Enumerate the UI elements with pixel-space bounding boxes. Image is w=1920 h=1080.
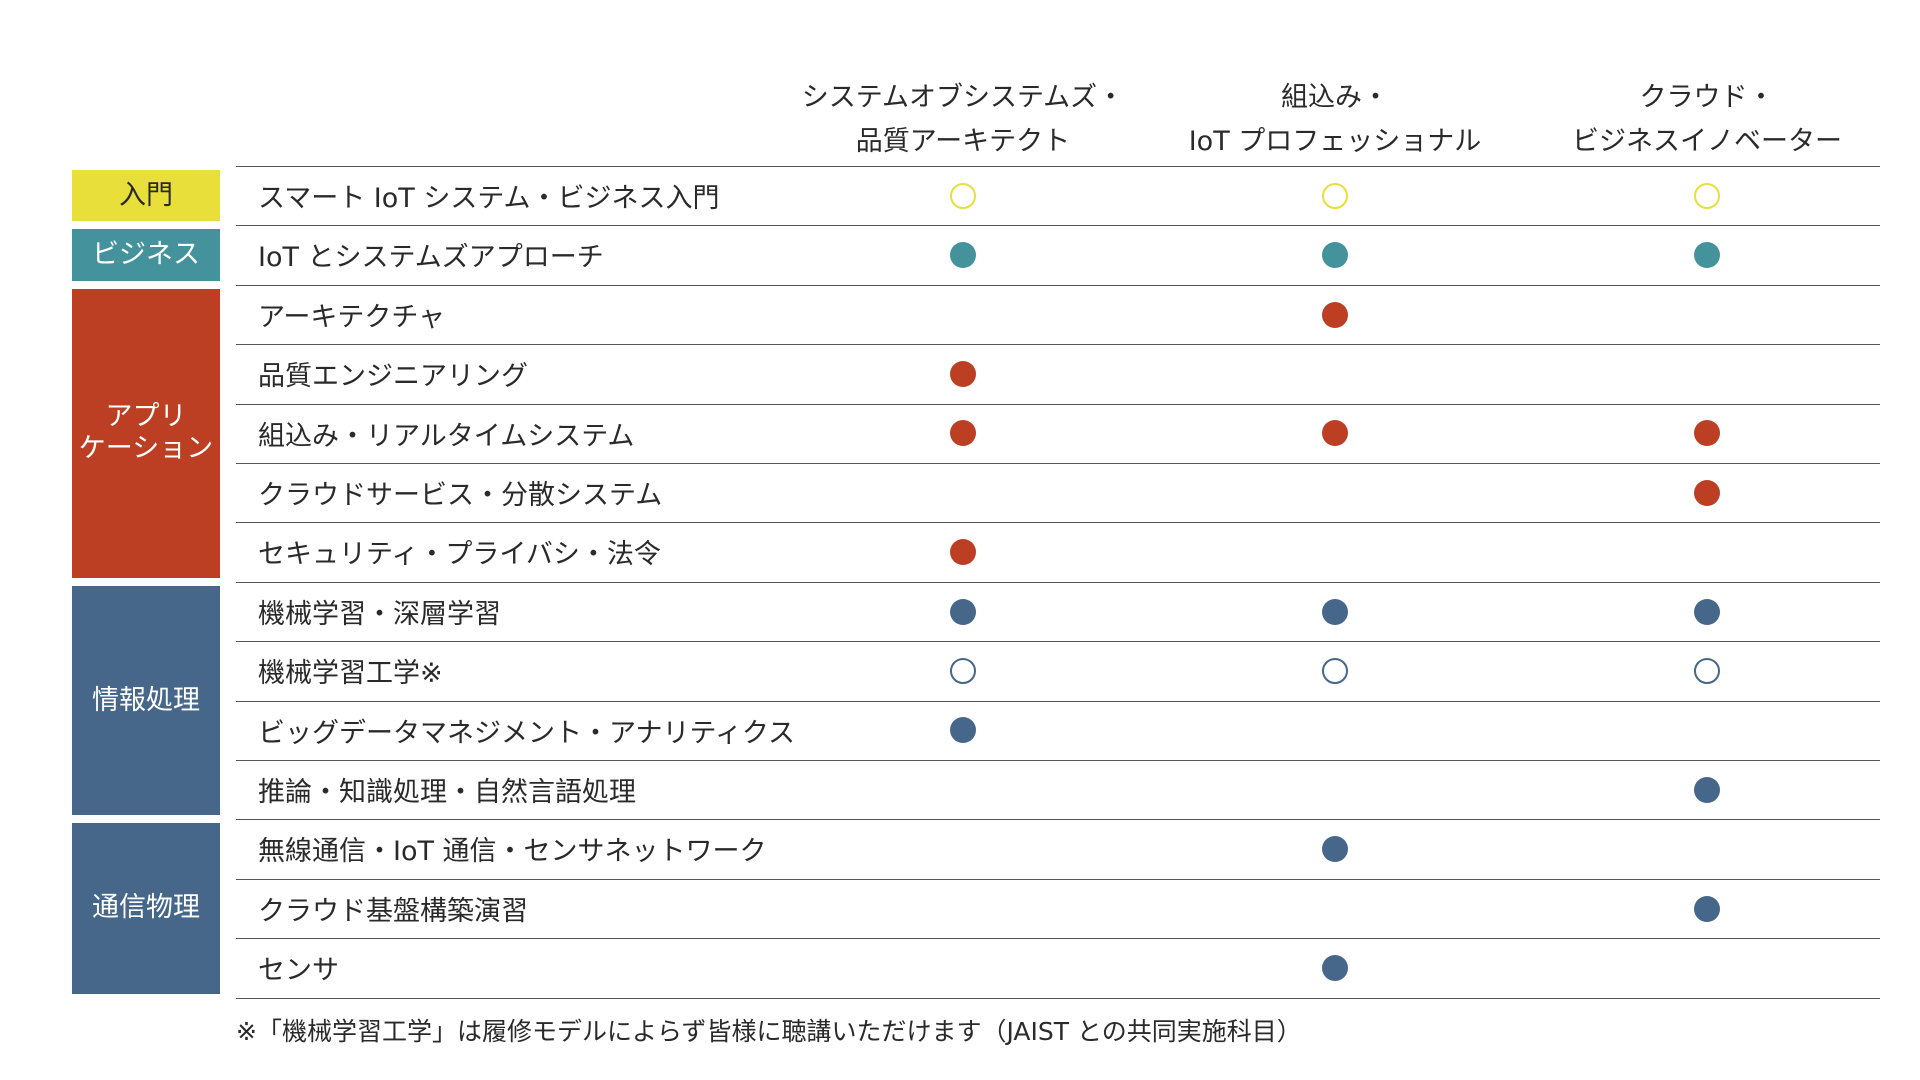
category-block: アプリケーション bbox=[72, 288, 220, 578]
row-divider bbox=[236, 641, 1880, 643]
course-name: クラウドサービス・分散システム bbox=[258, 480, 663, 511]
course-name: 機械学習工学※ bbox=[258, 658, 443, 690]
category-block: 入門 bbox=[72, 170, 220, 222]
category-label-line: 入門 bbox=[119, 179, 173, 211]
category-label: 入門 bbox=[119, 180, 173, 212]
row-divider bbox=[236, 819, 1880, 821]
recommended-mark-hollow bbox=[1694, 657, 1720, 684]
course-name: センサ bbox=[258, 955, 339, 987]
course-name: 組込み・リアルタイムシステム bbox=[258, 420, 635, 452]
required-mark-filled bbox=[1322, 954, 1348, 981]
required-mark-filled bbox=[1694, 420, 1720, 447]
required-mark-filled bbox=[1322, 598, 1348, 625]
course-name: クラウド基盤構築演習 bbox=[258, 895, 528, 927]
column-header-line-1: 組込み・ bbox=[1281, 82, 1389, 113]
recommended-mark-hollow bbox=[950, 657, 976, 684]
column-header-1: システムオブシステムズ・品質アーキテクト bbox=[773, 76, 1153, 164]
row-divider bbox=[236, 403, 1880, 405]
course-name: 品質エンジニアリング bbox=[258, 361, 528, 393]
row-divider bbox=[236, 344, 1880, 346]
required-mark-filled bbox=[1322, 242, 1348, 269]
course-name: IoT とシステムズアプローチ bbox=[258, 242, 604, 274]
row-divider bbox=[236, 581, 1880, 583]
recommended-mark-hollow bbox=[1694, 182, 1720, 209]
course-name: 無線通信・IoT 通信・センサネットワーク bbox=[258, 836, 767, 868]
course-name: セキュリティ・プライバシ・法令 bbox=[258, 539, 661, 571]
row-divider bbox=[236, 997, 1880, 999]
course-name: アーキテクチャ bbox=[258, 301, 446, 333]
column-header-line-2: 品質アーキテクト bbox=[855, 126, 1071, 157]
category-label-line: ビジネス bbox=[92, 239, 200, 271]
column-header-3: クラウド・ビジネスイノベーター bbox=[1517, 76, 1897, 164]
category-block: 情報処理 bbox=[72, 585, 220, 816]
required-mark-filled bbox=[1694, 242, 1720, 269]
row-divider bbox=[236, 463, 1880, 464]
required-mark-filled bbox=[1322, 301, 1348, 328]
column-header-2: 組込み・ IoT プロフェッショナル bbox=[1145, 76, 1525, 164]
category-label: ビジネス bbox=[92, 239, 200, 271]
row-divider bbox=[236, 166, 1880, 167]
row-divider bbox=[236, 284, 1880, 286]
required-mark-filled bbox=[1322, 836, 1348, 863]
required-mark-filled bbox=[950, 598, 976, 625]
category-label-line: ケーション bbox=[78, 433, 214, 465]
row-divider bbox=[236, 700, 1880, 702]
course-name: 機械学習・深層学習 bbox=[258, 598, 501, 630]
category-label: 情報処理 bbox=[92, 685, 200, 717]
row-divider bbox=[236, 938, 1880, 940]
required-mark-filled bbox=[1694, 895, 1720, 922]
column-header-line-1: システムオブシステムズ・ bbox=[801, 82, 1125, 113]
category-label: アプリケーション bbox=[79, 401, 213, 465]
required-mark-filled bbox=[950, 242, 976, 269]
required-mark-filled bbox=[950, 539, 976, 566]
row-divider bbox=[236, 225, 1880, 227]
required-mark-filled bbox=[1694, 598, 1720, 625]
required-mark-filled bbox=[1694, 776, 1720, 803]
required-mark-filled bbox=[950, 420, 976, 447]
required-mark-filled bbox=[1694, 479, 1720, 506]
required-mark-filled bbox=[950, 360, 976, 387]
row-divider bbox=[236, 760, 1880, 761]
course-name: ビッグデータマネジメント・アナリティクス bbox=[258, 717, 796, 749]
category-label-line: 情報処理 bbox=[92, 684, 200, 716]
row-divider bbox=[236, 878, 1880, 880]
column-header-line-1: クラウド・ bbox=[1639, 82, 1775, 113]
course-name: 推論・知識処理・自然言語処理 bbox=[258, 777, 636, 808]
column-header-line-2: ビジネスイノベーター bbox=[1572, 126, 1842, 157]
course-name: スマート IoT システム・ビジネス入門 bbox=[258, 183, 720, 214]
column-header-line-2: IoT プロフェッショナル bbox=[1188, 126, 1482, 157]
category-label-line: 通信物理 bbox=[92, 892, 200, 924]
recommended-mark-hollow bbox=[1322, 657, 1348, 684]
footnote: ※「機械学習工学」は履修モデルによらず皆様に聴講いただけます（JAIST との共… bbox=[236, 1017, 1302, 1046]
category-label-line: アプリ bbox=[105, 401, 187, 433]
category-block: 通信物理 bbox=[72, 823, 220, 994]
recommended-mark-hollow bbox=[1322, 182, 1348, 209]
category-block: ビジネス bbox=[72, 229, 220, 281]
required-mark-filled bbox=[1322, 420, 1348, 447]
required-mark-filled bbox=[950, 717, 976, 744]
row-divider bbox=[236, 522, 1880, 524]
category-label: 通信物理 bbox=[92, 892, 200, 924]
recommended-mark-hollow bbox=[950, 182, 976, 209]
